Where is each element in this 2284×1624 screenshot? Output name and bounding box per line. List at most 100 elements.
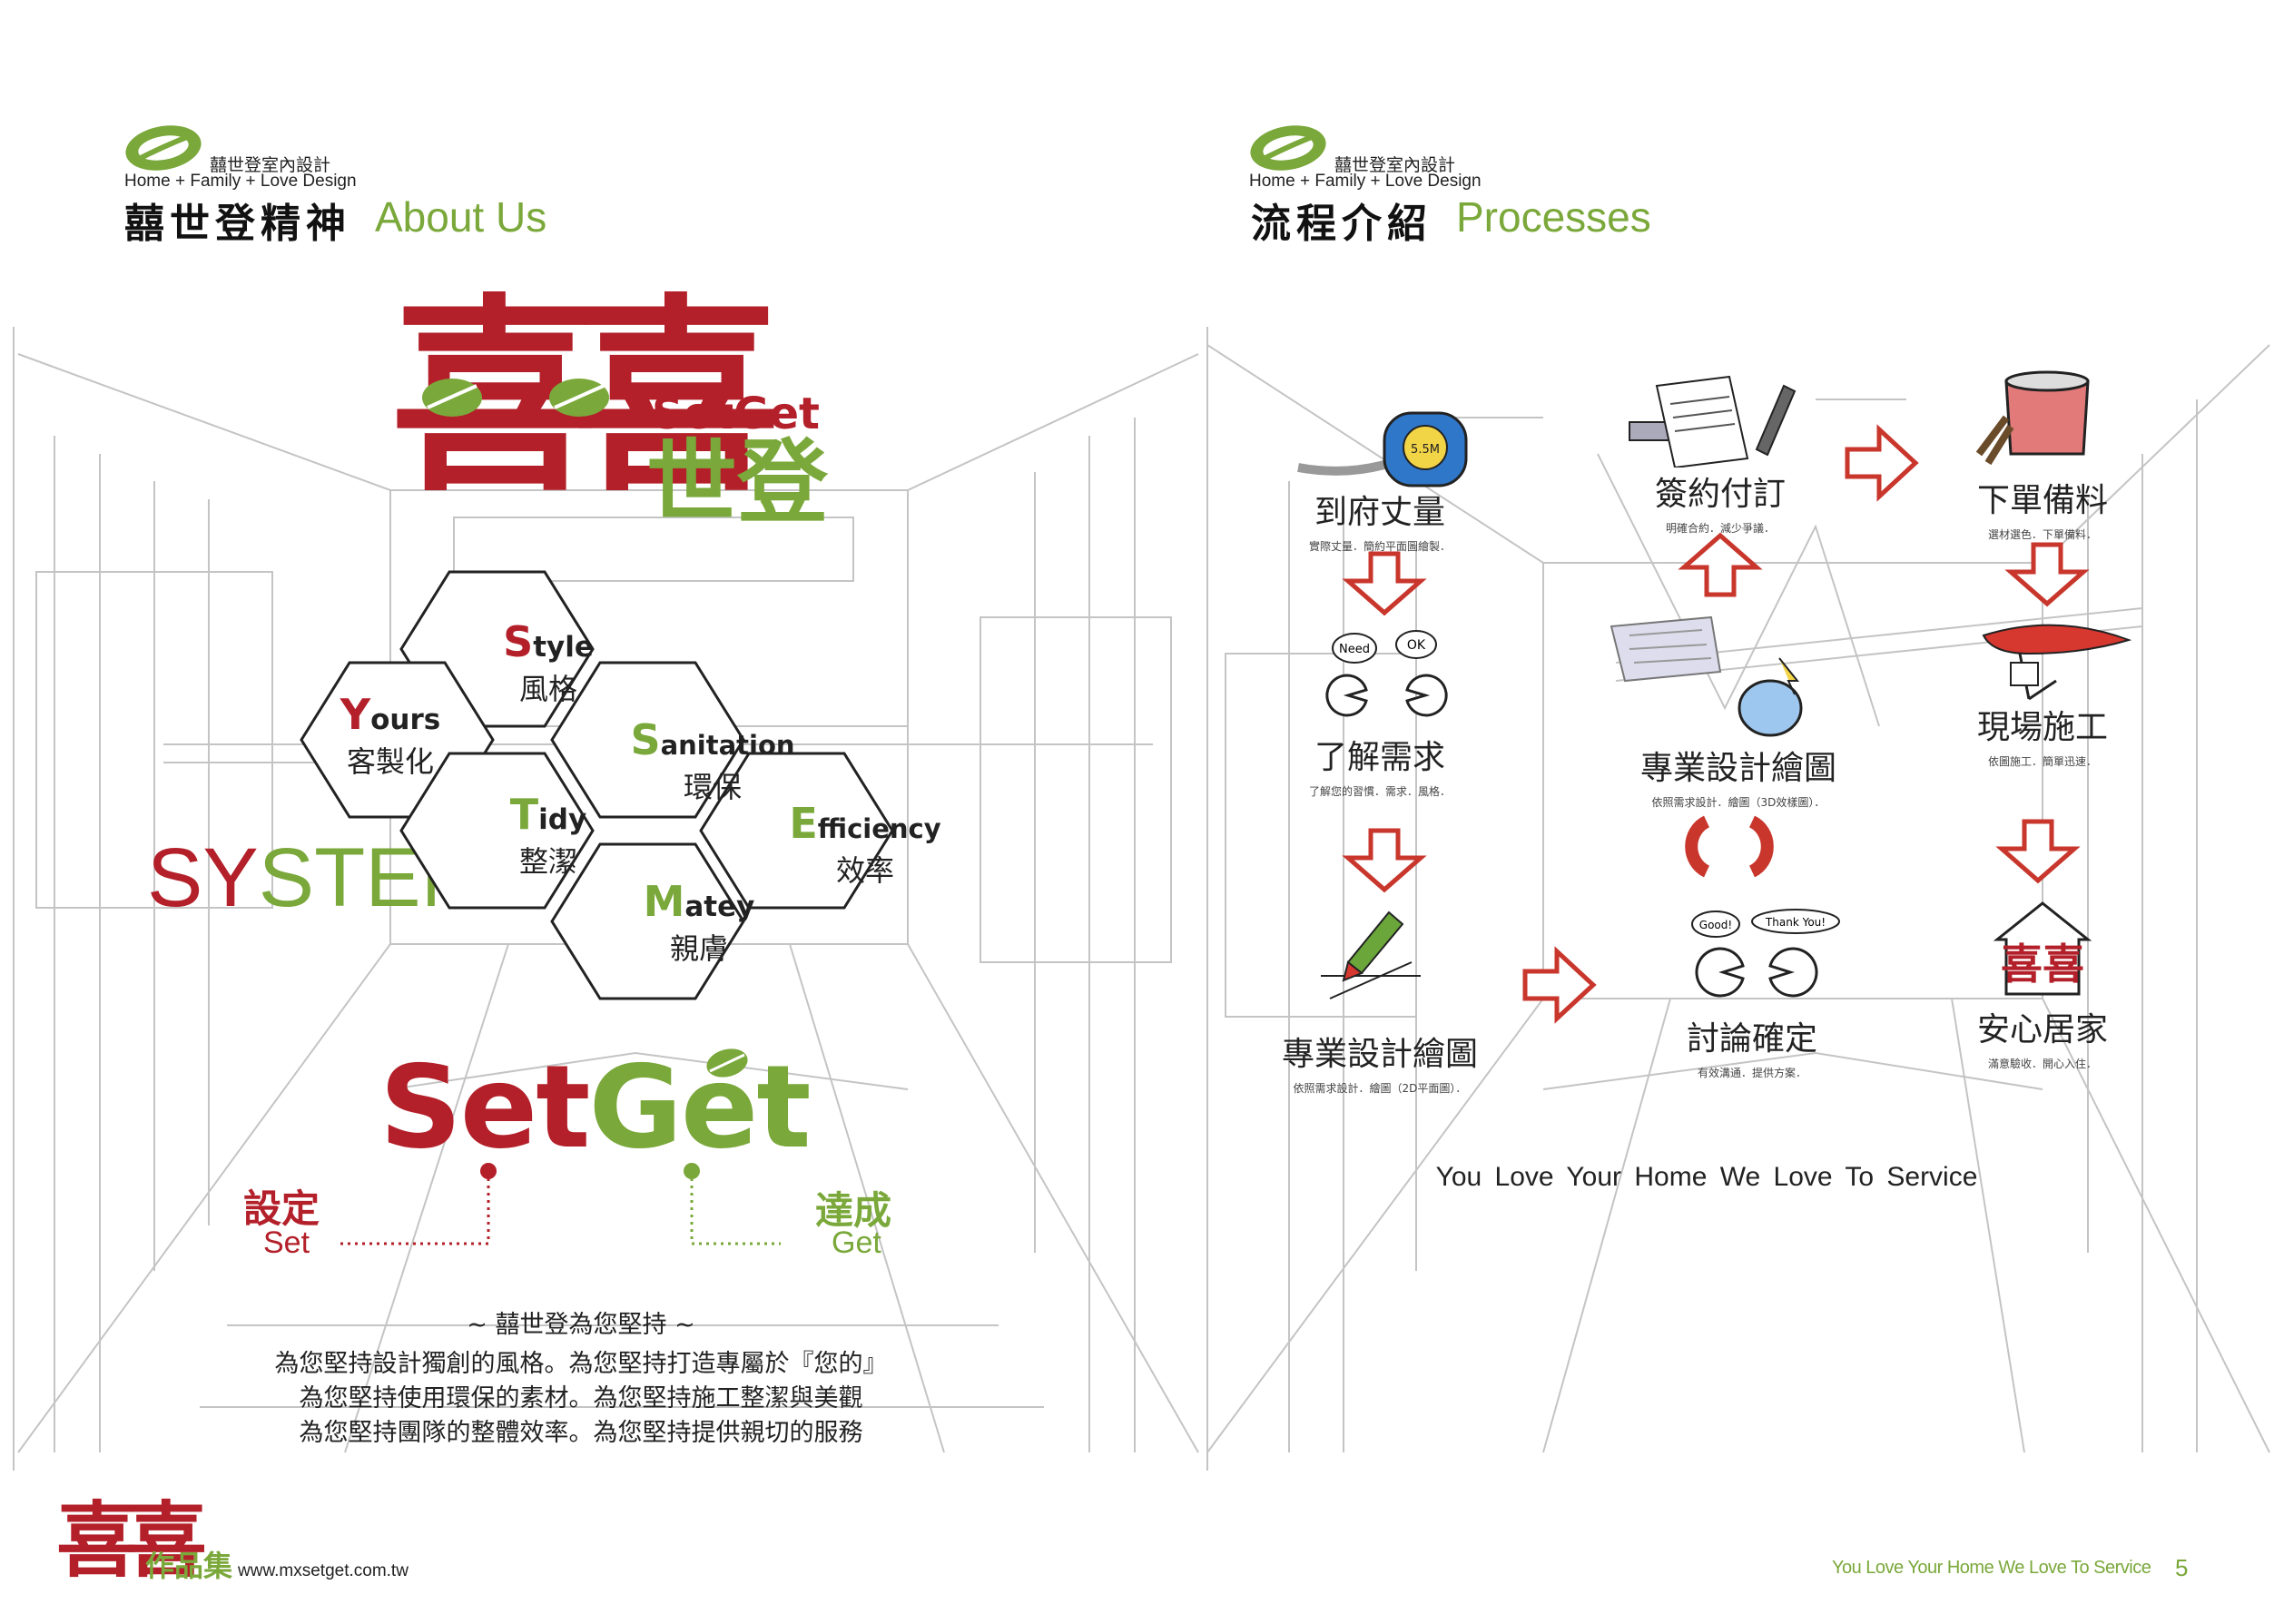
step-note: 明確合約．減少爭議． — [1665, 522, 1775, 535]
leaf-icon — [706, 1048, 748, 1078]
get-label-en: Get — [832, 1225, 881, 1260]
step-order-materials: 下單備料 選材選色．下單備料． — [1952, 474, 2133, 542]
hex-label-tidy: Tidy 整潔 — [458, 790, 639, 881]
setget-get: Get — [588, 1040, 811, 1174]
step-title: 專業設計繪圖 — [1281, 1036, 1478, 1073]
bubble-need: Need — [1339, 643, 1370, 656]
chat-faces-icon: Need OK — [1325, 630, 1448, 717]
hex-cap: T — [509, 790, 539, 839]
hex-rest: tyle — [533, 631, 594, 664]
setget-connectors — [336, 1163, 781, 1245]
page-number: 5 — [2175, 1554, 2189, 1581]
hex-cn: 客製化 — [346, 744, 434, 779]
motto-line: 為您堅持團隊的整體效率。為您堅持提供親切的服務 — [299, 1419, 863, 1447]
section-title-cn: 囍世登精神 — [124, 201, 351, 247]
hex-rest: ours — [370, 704, 441, 736]
footer-tagline: You Love Your Home We Love To Service — [1832, 1558, 2151, 1578]
hexagon-sanitation — [550, 661, 745, 819]
footer-logo: 喜喜 — [56, 1493, 207, 1589]
step-note: 依照需求設計．繪圖（2D平面圖）． — [1293, 1082, 1467, 1095]
hex-rest: anitation — [660, 730, 795, 761]
step-understand-needs: 了解需求 了解您的習慣．需求．風格． — [1289, 731, 1471, 799]
computer-mouse-icon — [1610, 615, 1803, 737]
step-note: 選材選色．下單備料． — [1987, 528, 2097, 541]
step-note: 依照需求設計．繪圖（3D效樣圖）． — [1651, 796, 1826, 809]
hex-cap: Y — [340, 690, 371, 739]
hex-cn: 風格 — [518, 672, 577, 706]
paint-roller-icon — [1982, 624, 2132, 701]
system-label-sy: SY — [147, 832, 259, 924]
footer-portfolio-label: 作品集 — [145, 1549, 233, 1583]
hex-cap: S — [630, 715, 661, 764]
hexagon-grid — [300, 570, 894, 1000]
hex-rest: idy — [538, 803, 587, 836]
hex-label-efficiency: Efficiency 效率 — [765, 799, 965, 890]
get-label-cn: 達成 — [815, 1188, 892, 1233]
section-title-en: About Us — [375, 193, 547, 241]
logo-setget-small: SetGet — [652, 389, 820, 439]
brand-tagline-en: Home + Family + Love Design — [124, 172, 357, 191]
leaf-icon — [549, 379, 609, 417]
hex-cap: M — [643, 877, 685, 926]
step-title: 下單備料 — [1976, 482, 2108, 519]
home-icon-chars: 喜喜 — [2001, 940, 2084, 989]
step-note: 有效溝通．提供方案． — [1697, 1067, 1807, 1079]
brand-tagline-en: Home + Family + Love Design — [1249, 172, 1482, 191]
step-measure: 到府丈量 實際丈量．簡約平面圖繪製． — [1289, 486, 1471, 554]
step-title: 專業設計繪圖 — [1639, 750, 1836, 787]
step-discuss-confirm: 討論確定 有效溝通．提供方案． — [1661, 1012, 1843, 1080]
step-note: 了解您的習慣．需求．風格． — [1308, 785, 1451, 798]
motto-line: 為您堅持使用環保的素材。為您堅持施工整潔與美觀 — [299, 1384, 863, 1412]
step-note: 滿意驗收．開心入住． — [1987, 1058, 2097, 1070]
home-icon: 喜喜 — [1993, 901, 2092, 996]
step-title: 討論確定 — [1686, 1020, 1817, 1058]
hexagon-matey — [550, 842, 745, 1000]
step-title: 到府丈量 — [1314, 494, 1445, 531]
motto-line: 為您堅持設計獨創的風格。為您堅持打造專屬於『您的』 — [274, 1350, 888, 1378]
step-contract: 簽約付訂 明確合約．減少爭議． — [1629, 468, 1811, 536]
hex-cn: 親膚 — [669, 931, 728, 966]
brand-name-cn: 囍世登室內設計 — [1334, 155, 1456, 175]
process-tagline: You Love Your Home We Love To Service — [1435, 1162, 1978, 1192]
leaf-logo-icon — [125, 125, 202, 171]
hexagon-efficiency — [699, 752, 894, 910]
hex-cn: 效率 — [835, 853, 894, 888]
paint-bucket-icon — [1975, 370, 2090, 466]
step-construction: 現場施工 依圖施工．簡單迅速． — [1952, 701, 2133, 769]
hex-label-matey: Matey 親膚 — [608, 877, 790, 968]
step-move-in: 安心居家 滿意驗收．開心入住． — [1952, 1003, 2133, 1071]
hex-label-sanitation: Sanitation 環保 — [608, 715, 817, 806]
hex-label-yours: Yours 客製化 — [300, 690, 481, 781]
leaf-logo-icon — [1250, 125, 1326, 171]
motto-title: ~ 囍世登為您堅持 ~ — [467, 1311, 695, 1339]
hex-cn: 環保 — [683, 770, 742, 804]
contract-pen-icon — [1629, 375, 1797, 468]
section-title-en: Processes — [1456, 193, 1651, 241]
step-title: 現場施工 — [1976, 709, 2108, 746]
step-note: 依圖施工．簡單迅速． — [1987, 755, 2097, 768]
tape-label: 5.5M — [1411, 443, 1440, 457]
step-title: 簽約付訂 — [1654, 476, 1786, 513]
leaf-icon — [422, 379, 482, 417]
step-note: 實際丈量．簡約平面圖繪製． — [1308, 540, 1451, 553]
motto-body: 為您堅持設計獨創的風格。為您堅持打造專屬於『您的』 為您堅持使用環保的素材。為您… — [218, 1347, 944, 1451]
hex-cap: E — [789, 799, 818, 848]
set-label-cn: 設定 — [243, 1186, 320, 1231]
hex-rest: atey — [684, 891, 755, 923]
hexagon-tidy — [399, 752, 595, 910]
set-label-en: Set — [263, 1225, 310, 1260]
hex-rest: fficiency — [817, 813, 941, 844]
bubble-good: Good! — [1699, 919, 1732, 931]
step-2d-design: 專業設計繪圖 依照需求設計．繪圖（2D平面圖）． — [1266, 1028, 1493, 1096]
hex-label-style: Style 風格 — [458, 617, 639, 708]
logo-shideng: 世登 — [646, 429, 828, 536]
talking-faces-icon: Good! Thank You! — [1691, 909, 1840, 998]
footer-website-link[interactable]: www.mxsetget.com.tw — [238, 1561, 409, 1580]
setget-wordmark: SetGet — [379, 1044, 812, 1171]
brand-name-cn: 囍世登室內設計 — [210, 155, 331, 175]
hex-cn: 整潔 — [518, 844, 577, 879]
step-title: 了解需求 — [1314, 739, 1445, 776]
bubble-ok: OK — [1407, 638, 1426, 653]
setget-set: Set — [379, 1040, 590, 1174]
company-logo: 喜喜 SetGet 世登 — [390, 281, 862, 536]
